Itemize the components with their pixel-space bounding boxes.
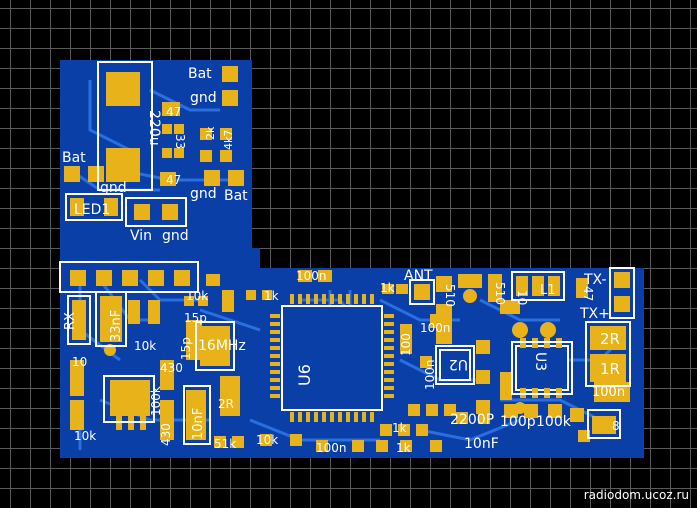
led-pad-a xyxy=(70,198,84,216)
label-u3: U3 xyxy=(532,352,548,371)
label-2r-b: 2R xyxy=(218,397,234,411)
pads xyxy=(64,66,630,452)
label-100k: 100k xyxy=(536,414,572,430)
u6-pins-top xyxy=(290,294,374,304)
label-430: 430 xyxy=(160,361,183,375)
round-pads xyxy=(104,289,556,414)
label-c33: 33 xyxy=(173,134,187,149)
label-ant: ANT xyxy=(404,268,433,284)
u6-pins-left xyxy=(270,314,280,398)
label-bat-top: Bat xyxy=(188,66,212,82)
connector-gnd-top xyxy=(222,90,238,106)
label-15p-b: 15p xyxy=(179,337,193,360)
u6-pins-right xyxy=(384,314,394,398)
label-510b: 510 xyxy=(493,282,507,305)
label-bat-left: Bat xyxy=(62,150,86,166)
label-100n-b: 100n xyxy=(423,359,437,390)
u6-body xyxy=(281,305,383,411)
label-33nf: 33nF xyxy=(109,310,124,342)
label-510a: 510 xyxy=(443,284,457,307)
label-1r: 1R xyxy=(600,360,620,378)
label-gnd-vin: gnd xyxy=(162,228,189,244)
label-l1: L1 xyxy=(540,283,556,298)
label-2r: 2R xyxy=(600,330,620,348)
label-15p: 15p xyxy=(184,311,207,325)
label-10k-a: 10k xyxy=(186,289,208,303)
header-pin-4 xyxy=(148,270,164,286)
label-vin: Vin xyxy=(130,228,152,244)
label-r4k7: 4k7 xyxy=(222,130,235,150)
label-100n-a: 100n xyxy=(316,441,347,455)
connector-tx-minus xyxy=(614,272,630,288)
connector-vin xyxy=(134,204,150,220)
label-tx-minus: TX- xyxy=(583,272,607,288)
label-u2: U2 xyxy=(449,356,468,372)
label-10: 10 xyxy=(72,355,87,369)
watermark: radiodom.ucoz.ru xyxy=(583,488,689,502)
label-1k-c: 1k xyxy=(396,441,411,455)
label-100: 100 xyxy=(399,333,413,356)
silkscreen-labels: Bat gnd 220u Bat gnd gnd Bat LED1 Vin gn… xyxy=(62,66,625,455)
connector-bat-top xyxy=(222,66,238,82)
connector-bat-left xyxy=(64,166,80,182)
label-1k-top: 1k xyxy=(380,281,395,295)
connector-gnd-vin xyxy=(162,204,178,220)
label-10: 10 xyxy=(515,290,529,305)
label-100p: 100p xyxy=(500,414,536,430)
cap-220u-pad-bottom xyxy=(106,148,140,182)
label-tx-plus: TX+ xyxy=(579,306,610,322)
connector-bat-mid xyxy=(228,170,244,186)
label-r47b: 47 xyxy=(166,173,181,187)
header-pin-2 xyxy=(96,270,112,286)
label-10k-d: 10k xyxy=(256,433,278,447)
label-100n-right: 100n xyxy=(592,385,625,400)
label-led1: LED1 xyxy=(74,202,110,218)
label-8: 8 xyxy=(612,419,620,433)
label-47: 47 xyxy=(581,286,595,301)
label-10k-c: 10k xyxy=(74,429,96,443)
label-gnd-mid: gnd xyxy=(190,186,217,202)
header-pin-1 xyxy=(70,270,86,286)
label-r47: 47 xyxy=(166,105,181,119)
label-1k-b: 1k xyxy=(392,421,407,435)
connector-ant xyxy=(414,284,430,300)
led-pad-b xyxy=(104,198,118,216)
silkscreen-outlines xyxy=(59,61,635,445)
label-430-b: 430 xyxy=(159,423,173,446)
label-10nf: 10nF xyxy=(464,436,499,452)
label-rx: RX xyxy=(63,312,78,330)
label-10k-b: 10k xyxy=(134,339,156,353)
connector-gnd-left xyxy=(88,166,104,182)
label-gnd-top: gnd xyxy=(190,90,217,106)
connector-tx-plus xyxy=(614,296,630,312)
u6-pins-bottom xyxy=(290,412,374,422)
label-100n-top: 100n xyxy=(296,269,327,283)
label-1k-a: 1k xyxy=(264,289,279,303)
label-51k: 51k xyxy=(214,437,236,451)
label-16mhz: 16MHz xyxy=(198,338,246,354)
label-220u: 220u xyxy=(146,110,162,146)
label-u6: U6 xyxy=(295,364,314,386)
label-10nf-b: 10nF xyxy=(191,408,206,440)
label-r2k: 2k xyxy=(204,126,217,140)
label-100k-b: 100k xyxy=(149,386,163,416)
cap-220u-pad-top xyxy=(106,72,140,106)
label-2200p: 2200P xyxy=(450,412,494,428)
header-pin-3 xyxy=(122,270,138,286)
connector-gnd-mid xyxy=(204,170,220,186)
label-gnd-left: gnd xyxy=(100,180,127,196)
label-100n-c: 100n xyxy=(420,321,451,335)
label-bat-mid: Bat xyxy=(224,188,248,204)
header-pin-5 xyxy=(174,270,190,286)
